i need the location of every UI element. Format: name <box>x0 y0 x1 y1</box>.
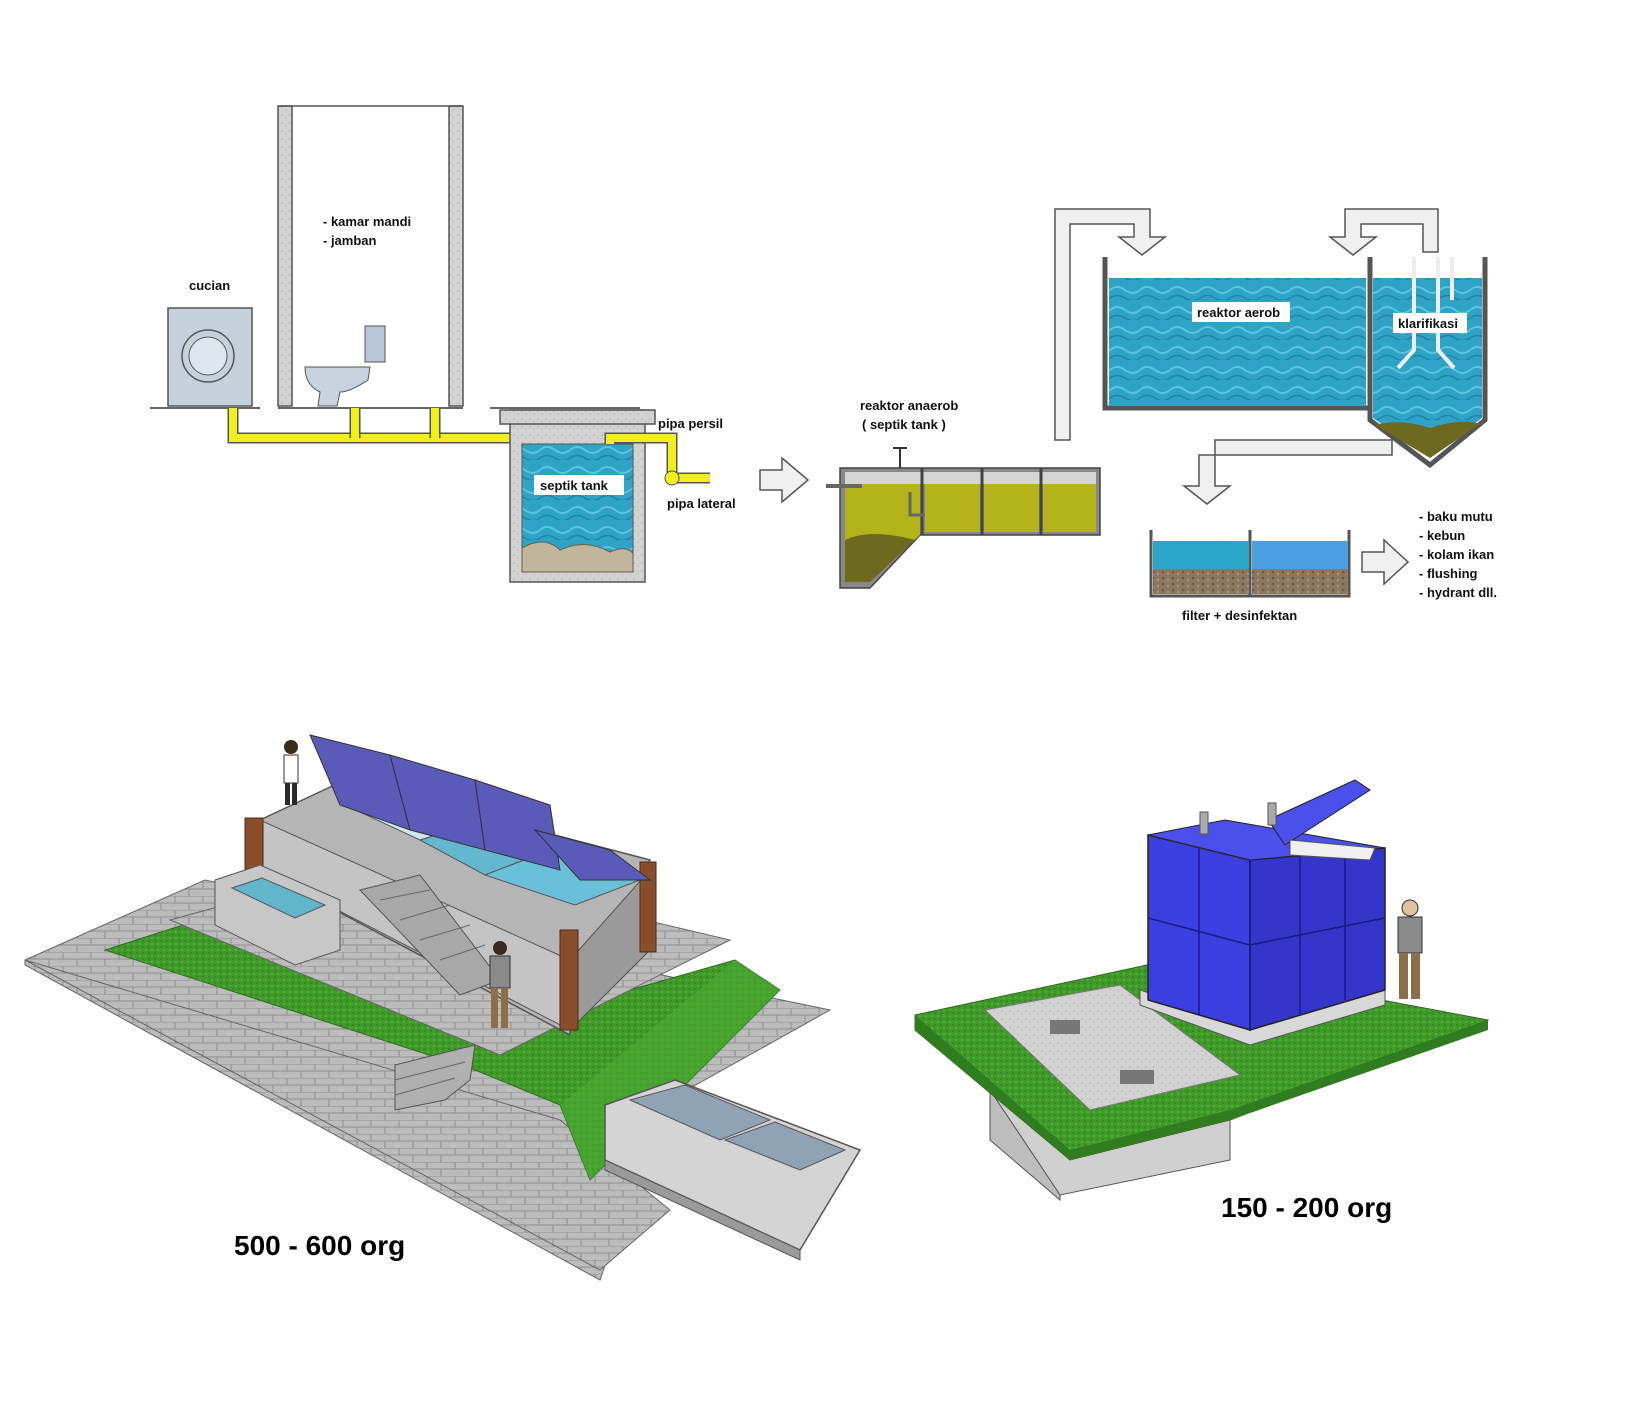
arrow-to-reuse <box>1361 538 1410 586</box>
person-icon <box>283 740 299 805</box>
outlet-pipe <box>604 432 710 486</box>
arrow-return <box>1327 208 1439 256</box>
person-icon <box>1397 899 1423 999</box>
large-treatment-unit <box>24 734 862 1281</box>
reuse-item: - hydrant dll. <box>1419 585 1497 600</box>
person-icon <box>489 941 511 1028</box>
caption-large-unit: 500 - 600 org <box>234 1230 405 1261</box>
clarifier: klarifikasi <box>1367 257 1488 469</box>
label-klarifikasi: klarifikasi <box>1398 316 1458 331</box>
anaerobic-reactor: reaktor anaerob ( septik tank ) <box>826 398 1101 589</box>
label-cucian: cucian <box>189 278 230 293</box>
solar-panel-lid <box>474 779 561 871</box>
label-reaktor-anaerob: reaktor anaerob <box>860 398 958 413</box>
label-filter-desinfektan: filter + desinfektan <box>1182 608 1297 623</box>
septic-tank: septik tank <box>499 409 656 583</box>
toilet-icon <box>304 325 386 407</box>
building-section: - kamar mandi - jamban cucian <box>150 105 736 583</box>
label-septik-tank: septik tank <box>540 478 609 493</box>
bathroom-wall-left <box>277 105 293 407</box>
label-reaktor-aerob: reaktor aerob <box>1197 305 1280 320</box>
filter-tank <box>1149 530 1351 598</box>
reuse-list: - baku mutu - kebun - kolam ikan - flush… <box>1419 509 1497 600</box>
washing-machine-icon <box>167 307 253 407</box>
solar-panel-lid <box>533 829 652 881</box>
label-pipa-persil: pipa persil <box>658 416 723 431</box>
label-jamban: - jamban <box>323 233 377 248</box>
house-pipes <box>227 408 541 445</box>
label-pipa-lateral: pipa lateral <box>667 496 736 511</box>
arrow-to-filter <box>1181 439 1393 505</box>
caption-small-unit: 150 - 200 org <box>1221 1192 1392 1223</box>
small-treatment-unit <box>914 779 1490 1202</box>
bathroom-wall-right <box>448 105 464 407</box>
arrow-to-anaerob <box>759 456 810 504</box>
arrow-to-aerob <box>1054 208 1168 441</box>
reuse-item: - flushing <box>1419 566 1478 581</box>
label-kamar-mandi: - kamar mandi <box>323 214 411 229</box>
reuse-item: - baku mutu <box>1419 509 1493 524</box>
label-septik-tank-paren: ( septik tank ) <box>862 417 946 432</box>
reuse-item: - kolam ikan <box>1419 547 1494 562</box>
tank-lid <box>1267 779 1371 846</box>
reuse-item: - kebun <box>1419 528 1465 543</box>
aerobic-reactor: reaktor aerob <box>1102 257 1373 411</box>
